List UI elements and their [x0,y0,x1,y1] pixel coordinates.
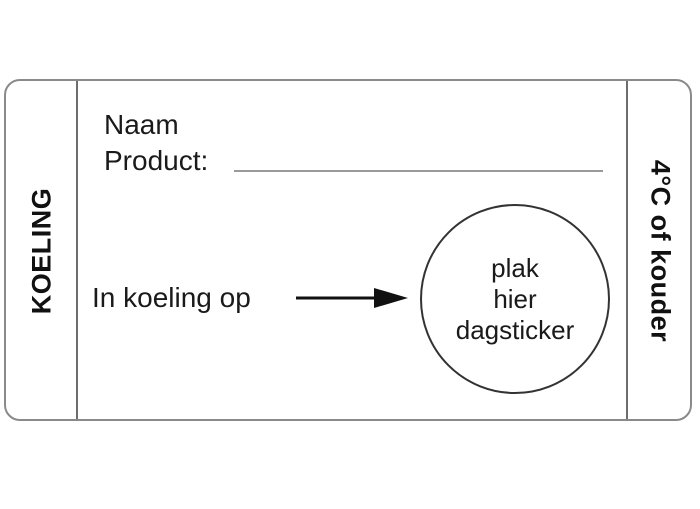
sticker-text-line-2: hier [493,283,537,314]
temperature-side-label: 4°C of kouder [645,159,676,343]
right-divider [626,81,628,419]
product-label: Product: [104,145,209,176]
product-write-line [234,170,603,172]
storage-label: KOELING 4°C of kouder Naam Product: In k… [4,79,692,421]
name-label: Naam [104,109,179,140]
arrow-right-icon [296,288,408,308]
instruction-text: In koeling op [92,282,251,313]
sticker-text-line-1: plak [491,252,539,283]
left-divider [76,81,78,419]
sticker-text-line-3: dagsticker [455,314,575,345]
koeling-side-label: KOELING [26,187,57,315]
sticker-circle: plak hier dagsticker [420,204,610,394]
